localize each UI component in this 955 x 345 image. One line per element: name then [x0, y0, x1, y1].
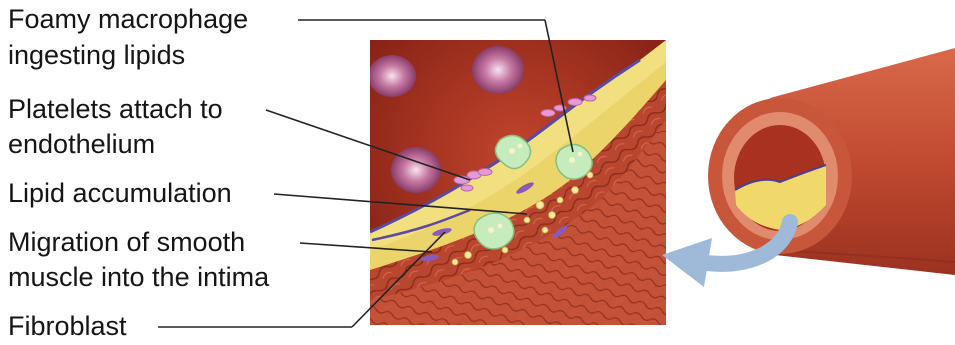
- label-platelets-line1: Platelets attach to: [8, 94, 223, 125]
- label-foamy-macrophage-line2: ingesting lipids: [8, 40, 185, 71]
- plaque-inset-image: [368, 40, 666, 325]
- label-smooth-muscle-line1: Migration of smooth: [8, 227, 245, 258]
- label-fibroblast: Fibroblast: [8, 311, 127, 342]
- artery-cross-section-icon: [708, 48, 955, 275]
- label-foamy-macrophage-line1: Foamy macrophage: [8, 4, 248, 35]
- label-platelets-line2: endothelium: [8, 129, 155, 160]
- label-lipid-accumulation: Lipid accumulation: [8, 178, 232, 209]
- label-smooth-muscle-line2: muscle into the intima: [8, 262, 269, 293]
